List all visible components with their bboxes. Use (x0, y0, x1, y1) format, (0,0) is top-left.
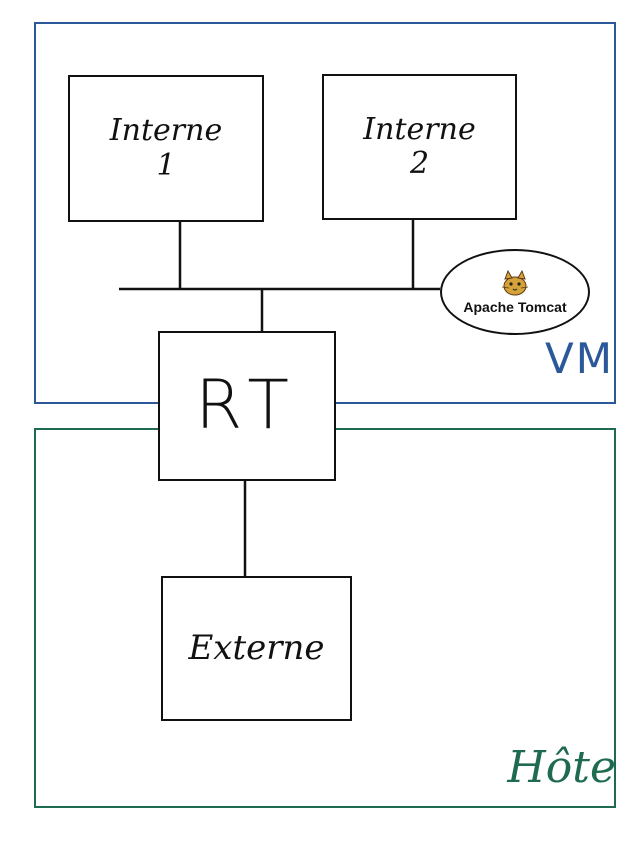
rt-router-node: RT (158, 331, 336, 481)
interne-2-node: Interne 2 (322, 74, 517, 220)
rt-name: RT (195, 365, 299, 445)
hote-label: Hôte (507, 742, 616, 793)
interne-1-number: 1 (156, 147, 176, 183)
vm-label: VM (545, 334, 614, 383)
externe-node: Externe (161, 576, 352, 721)
apache-tomcat-service: Apache Tomcat (440, 249, 590, 335)
externe-name: Externe (188, 627, 325, 668)
interne-2-number: 2 (409, 146, 430, 181)
tomcat-label: Apache Tomcat (463, 299, 567, 315)
interne-2-name: Interne (363, 111, 476, 147)
interne-1-name: Interne (109, 113, 223, 148)
tomcat-cat-icon (501, 269, 529, 296)
interne-1-node: Interne 1 (68, 75, 264, 222)
